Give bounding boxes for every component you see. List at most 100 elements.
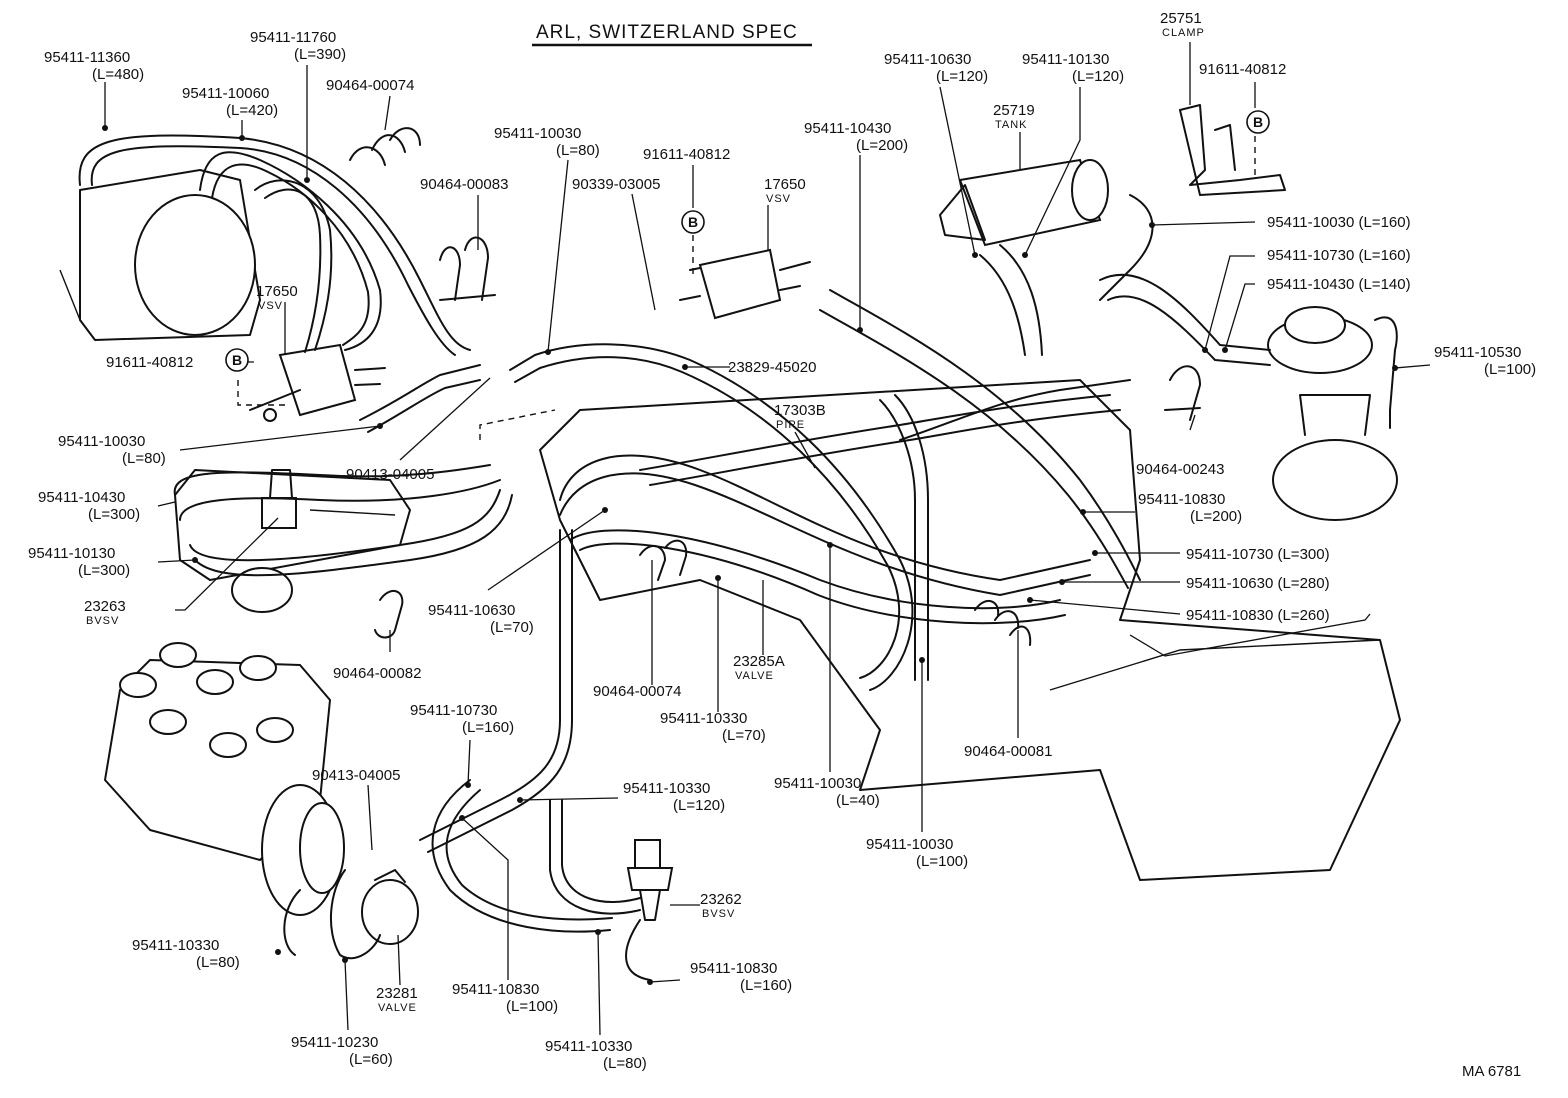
svg-text:(L=160): (L=160) (462, 719, 514, 736)
dashed-ref-vsv-left (237, 380, 290, 406)
svg-text:(L=160): (L=160) (740, 977, 792, 994)
badge-b-left: B (225, 348, 249, 372)
svg-text:95411-10730 (L=160): 95411-10730 (L=160) (1267, 247, 1411, 264)
svg-text:95411-10630 (L=280): 95411-10630 (L=280) (1186, 575, 1330, 592)
label-91611-40812-bracket: 91611-40812 (1199, 61, 1286, 78)
intake-manifold (539, 379, 1401, 881)
diagram-title: ARL, SWITZERLAND SPEC (536, 22, 798, 43)
svg-text:(L=120): (L=120) (1072, 68, 1124, 85)
svg-text:95411-10730: 95411-10730 (410, 702, 497, 719)
svg-text:95411-10330: 95411-10330 (660, 710, 747, 727)
svg-text:(L=80): (L=80) (556, 142, 600, 159)
label-23281-valve: 23281 VALVE (376, 985, 418, 1014)
valve-23281 (361, 869, 419, 945)
svg-text:90413-04005: 90413-04005 (312, 767, 400, 784)
dashed-ref-upper (479, 409, 556, 440)
label-95411-10530: 95411-10530 (L=100) (1434, 344, 1536, 378)
svg-text:VSV: VSV (258, 300, 283, 312)
svg-text:BVSV: BVSV (702, 908, 735, 920)
svg-text:95411-10430: 95411-10430 (38, 489, 125, 506)
svg-text:95411-10630: 95411-10630 (884, 51, 971, 68)
svg-text:PIPE: PIPE (776, 419, 805, 431)
svg-text:(L=120): (L=120) (936, 68, 988, 85)
label-90413-04005-lower: 90413-04005 (312, 767, 400, 784)
svg-text:91611-40812: 91611-40812 (1199, 61, 1286, 78)
label-95411-10330-l120: 95411-10330 (L=120) (623, 780, 725, 814)
label-25751-clamp: 25751 CLAMP (1160, 10, 1205, 39)
label-90464-00083: 90464-00083 (420, 176, 508, 193)
svg-text:(L=300): (L=300) (88, 506, 140, 523)
svg-text:(L=80): (L=80) (122, 450, 166, 467)
svg-text:95411-10030: 95411-10030 (494, 125, 581, 142)
svg-text:25719: 25719 (993, 102, 1035, 119)
svg-text:91611-40812: 91611-40812 (106, 354, 193, 371)
label-95411-10830-l260: 95411-10830 (L=260) (1186, 607, 1330, 624)
vsv-upper (679, 248, 811, 320)
label-90464-00074-top: 90464-00074 (326, 77, 414, 94)
label-90464-00082: 90464-00082 (333, 665, 421, 682)
label-25719-tank: 25719 TANK (993, 102, 1035, 131)
clip-90464-00081 (974, 600, 1032, 646)
label-95411-10330-l70: 95411-10330 (L=70) (660, 710, 766, 744)
svg-text:23829-45020: 23829-45020 (728, 359, 816, 376)
svg-text:(L=200): (L=200) (856, 137, 908, 154)
label-95411-10030-l160: 95411-10030 (L=160) (1267, 214, 1411, 231)
label-95411-10060: 95411-10060 (L=420) (182, 85, 278, 119)
svg-text:(L=100): (L=100) (916, 853, 968, 870)
svg-text:(L=390): (L=390) (294, 46, 346, 63)
bvsv-23263 (261, 469, 297, 529)
throttle-body (174, 469, 411, 613)
svg-text:17303B: 17303B (774, 402, 826, 419)
clip-90464-00243 (1164, 365, 1201, 421)
badge-b-bracket: B (1246, 110, 1270, 134)
leader-lines (102, 42, 1431, 1036)
svg-text:95411-10830: 95411-10830 (1138, 491, 1225, 508)
label-95411-10030-l40: 95411-10030 (L=40) (774, 775, 880, 809)
svg-text:95411-10030: 95411-10030 (866, 836, 953, 853)
part-labels: 95411-11360 (L=480) 95411-11760 (L=390) … (28, 10, 1536, 1072)
label-23263-bvsv: 23263 BVSV (84, 598, 126, 627)
hoses (78, 134, 1398, 981)
label-95411-10030-l80-top: 95411-10030 (L=80) (494, 125, 600, 159)
svg-text:95411-10530: 95411-10530 (1434, 344, 1521, 361)
label-17303b-pipe: 17303B PIPE (774, 402, 826, 431)
svg-text:95411-10130: 95411-10130 (28, 545, 115, 562)
svg-text:95411-10830: 95411-10830 (452, 981, 539, 998)
label-95411-10730-l160-right: 95411-10730 (L=160) (1267, 247, 1411, 264)
svg-text:95411-10830 (L=260): 95411-10830 (L=260) (1186, 607, 1330, 624)
svg-text:(L=200): (L=200) (1190, 508, 1242, 525)
label-95411-10430-l300: 95411-10430 (L=300) (38, 489, 140, 523)
label-90413-04005-upper: 90413-04005 (346, 466, 434, 483)
svg-text:95411-10060: 95411-10060 (182, 85, 269, 102)
label-95411-10630-l120: 95411-10630 (L=120) (884, 51, 988, 85)
label-95411-10630-l280: 95411-10630 (L=280) (1186, 575, 1330, 592)
label-95411-10330-l80-bottom: 95411-10330 (L=80) (545, 1038, 647, 1072)
label-95411-10130-l120: 95411-10130 (L=120) (1022, 51, 1124, 85)
svg-text:95411-10030: 95411-10030 (58, 433, 145, 450)
svg-text:90339-03005: 90339-03005 (572, 176, 660, 193)
svg-text:90464-00074: 90464-00074 (326, 77, 414, 94)
distributor-cap (104, 642, 345, 916)
svg-text:95411-10730 (L=300): 95411-10730 (L=300) (1186, 546, 1330, 563)
svg-text:(L=420): (L=420) (226, 102, 278, 119)
clip-90464-00074-mid (639, 539, 688, 581)
svg-text:VSV: VSV (766, 193, 791, 205)
svg-text:95411-10230: 95411-10230 (291, 1034, 378, 1051)
svg-text:VALVE: VALVE (735, 670, 774, 682)
svg-text:95411-10330: 95411-10330 (545, 1038, 632, 1055)
svg-text:CLAMP: CLAMP (1162, 27, 1205, 39)
svg-text:BVSV: BVSV (86, 615, 119, 627)
svg-text:(L=120): (L=120) (673, 797, 725, 814)
label-95411-11760: 95411-11760 (L=390) (250, 29, 346, 63)
label-95411-10830-l160: 95411-10830 (L=160) (690, 960, 792, 994)
svg-text:(L=300): (L=300) (78, 562, 130, 579)
egr-valve (1267, 306, 1398, 521)
svg-text:95411-10430 (L=140): 95411-10430 (L=140) (1267, 276, 1411, 293)
label-91611-40812-top: 91611-40812 (643, 146, 730, 163)
tank (939, 158, 1109, 247)
svg-text:23281: 23281 (376, 985, 418, 1002)
svg-text:(L=100): (L=100) (1484, 361, 1536, 378)
label-91611-40812-left: 91611-40812 (106, 354, 193, 371)
svg-text:(L=60): (L=60) (349, 1051, 393, 1068)
